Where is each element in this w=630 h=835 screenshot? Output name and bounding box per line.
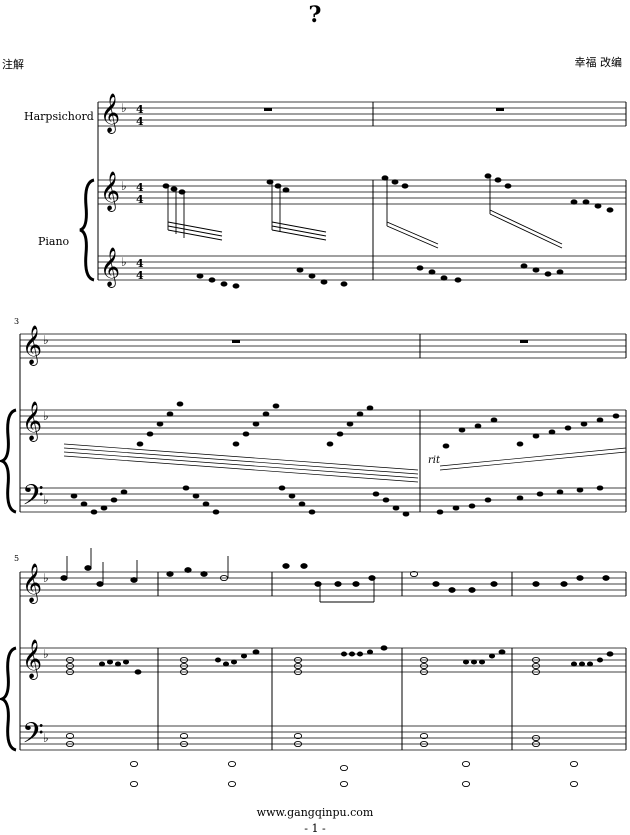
svg-text:𝄢: 𝄢 [22,479,44,519]
svg-text:𝄞: 𝄞 [22,325,42,366]
staff-harpsichord-3 [20,571,626,597]
staff-piano-treble-2 [20,409,626,435]
staff-piano-treble-3 [20,647,626,673]
svg-text:♭: ♭ [121,255,127,269]
staff-piano-bass-3 [20,725,626,751]
svg-text:4: 4 [136,115,144,128]
svg-text:♭: ♭ [43,333,49,347]
svg-text:𝄢: 𝄢 [22,717,44,757]
svg-text:𝄞: 𝄞 [22,563,42,604]
arranger-credit: 幸福 改编 [574,56,623,69]
svg-text:4: 4 [136,181,144,194]
svg-text:♭: ♭ [43,571,49,585]
svg-text:♭: ♭ [43,731,49,745]
svg-text:4: 4 [136,103,144,116]
barlines [19,102,627,750]
svg-text:4: 4 [136,257,144,270]
staff-harpsichord-1 [98,101,626,127]
clefs-and-signatures: 𝄞 𝄞 𝄞 𝄞 𝄞 𝄢 𝄞 𝄞 𝄢 ♭ ♭ ♭ ♭ ♭ ♭ ♭ ♭ ♭ 4 4 … [22,93,144,757]
staff-piano-treble-1 [98,179,626,205]
staff-harpsichord-2 [20,333,626,359]
footer-url: www.gangqinpu.com [256,806,374,819]
staff-lines [20,101,626,751]
svg-text:♭: ♭ [121,179,127,193]
system3-notes [60,548,614,788]
measure-number-5: 5 [14,554,20,563]
system2-notes [63,401,627,517]
staff-piano-bass-1 [98,255,626,281]
svg-text:4: 4 [136,269,144,282]
svg-text:♭: ♭ [43,493,49,507]
ritardando-marking: rit [428,455,440,466]
instrument-label-harpsichord: Harpsichord [24,110,94,123]
piano-braces [0,178,95,752]
staff-piano-bass-2 [20,487,626,513]
instrument-label-piano: Piano [38,235,70,248]
score-title: ? [308,2,322,28]
svg-text:𝄞: 𝄞 [100,171,120,212]
whole-rests [232,108,528,343]
svg-text:𝄞: 𝄞 [100,247,120,288]
svg-text:𝄞: 𝄞 [22,639,42,680]
system1-notes [162,173,614,289]
svg-text:4: 4 [136,193,144,206]
svg-text:𝄞: 𝄞 [22,401,42,442]
annotation-label: 注解 [2,58,24,71]
svg-text:♭: ♭ [43,409,49,423]
svg-text:♭: ♭ [43,647,49,661]
svg-text:𝄞: 𝄞 [100,93,120,134]
measure-number-3: 3 [14,317,20,326]
svg-text:♭: ♭ [121,101,127,115]
